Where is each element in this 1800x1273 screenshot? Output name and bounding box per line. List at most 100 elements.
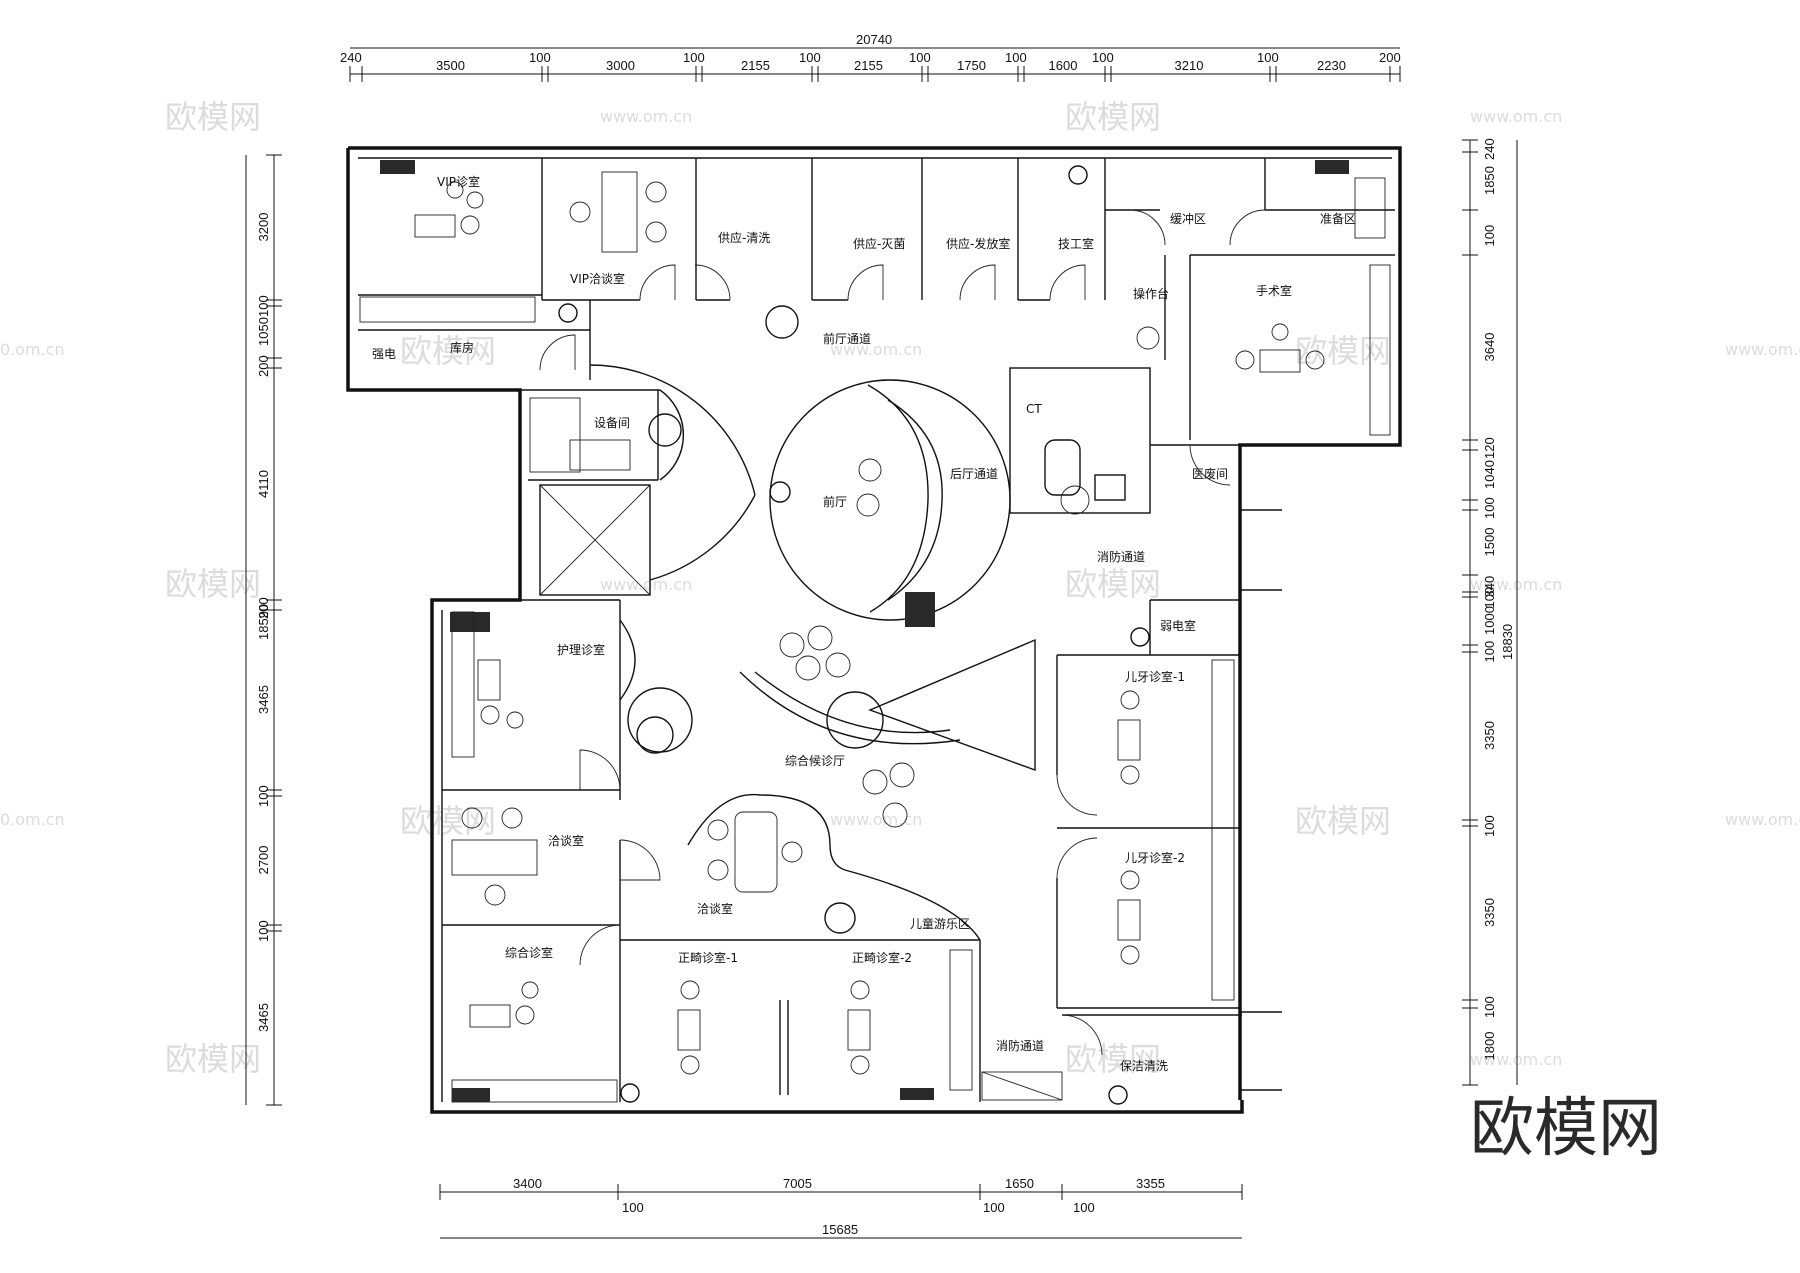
watermark-brand: 欧模网 (1295, 802, 1391, 840)
chair (645, 181, 667, 203)
watermark-url: www.om.cn (1470, 107, 1562, 126)
room-label-general: 综合诊室 (505, 945, 553, 960)
watermark-brand: 欧模网 (1065, 98, 1161, 136)
arc-equipment (659, 389, 685, 481)
brand-logo: 欧模网 (1470, 1092, 1662, 1166)
room-label-supply-sterile: 供应-灭菌 (853, 236, 905, 251)
dim-left-segment: 3465 (256, 1003, 271, 1032)
door-swing (619, 839, 661, 881)
dim-right-segment: 100 (1482, 497, 1497, 519)
door-swing (1056, 837, 1098, 879)
basin (1068, 165, 1088, 185)
play-element (824, 902, 856, 934)
dim-top-segment: 2230 (1317, 58, 1346, 73)
dim-top-segment: 100 (683, 50, 705, 65)
watermark-url: www.om.cn (600, 575, 692, 594)
room-label-kids-2: 儿牙诊室-2 (1125, 850, 1185, 865)
dental-chair (677, 980, 701, 1075)
dim-top-segment: 200 (1379, 50, 1401, 65)
counter (949, 949, 973, 1091)
watermark-url: www.om.cn (1470, 575, 1562, 594)
room-label-supply-clean: 供应-清洗 (718, 230, 770, 245)
room-label-back-corridor: 后厅通道 (950, 467, 998, 481)
chair (501, 807, 523, 829)
watermark-brand: 欧模网 (1295, 332, 1391, 370)
dental-chair (1117, 870, 1141, 965)
dim-top-segment: 100 (1257, 50, 1279, 65)
dim-top-segment: 100 (1005, 50, 1027, 65)
dim-right-segment: 3640 (1482, 333, 1497, 362)
reception-cabinet (905, 592, 935, 627)
counter (451, 1079, 618, 1103)
watermark-url: www.om.cn (1725, 340, 1800, 359)
chair (569, 201, 591, 223)
dim-right-segment: 1800 (1482, 1032, 1497, 1061)
basin (558, 303, 578, 323)
dim-left-segment: 1050 (256, 317, 271, 346)
dim-right-segment: 240 (1482, 138, 1497, 160)
watermark-url: www.om.cn (830, 340, 922, 359)
door-swing (1061, 1014, 1103, 1056)
dim-left-segment: 3465 (256, 685, 271, 714)
room-label-operation-table: 操作台 (1133, 286, 1169, 301)
dim-left-total: 18590 (256, 604, 271, 640)
elevator-shaft (539, 484, 651, 596)
room-label-fire-corridor-2: 消防通道 (996, 1038, 1044, 1053)
dimension-left: 18590 3200100105020041102003465100270010… (245, 154, 282, 1106)
watermark-url: 0.om.cn (0, 340, 65, 359)
door-swing (847, 264, 884, 301)
plant (765, 305, 799, 339)
curved-features (589, 364, 1036, 941)
watermark-brand: 欧模网 (400, 332, 496, 370)
door-swing (1129, 209, 1166, 246)
dim-right-segment: 100 (1482, 996, 1497, 1018)
reception-circle (769, 379, 1011, 621)
basin (1108, 1085, 1128, 1105)
room-label-vip-consult: VIP洽谈室 (570, 271, 625, 286)
dim-bottom-small: 100 (1073, 1200, 1095, 1215)
watermark-brand: 欧模网 (165, 98, 261, 136)
room-label-prep: 准备区 (1320, 212, 1356, 226)
arc-corridor (589, 364, 756, 496)
stool (779, 632, 805, 658)
dim-bottom-segment: 3400 (513, 1176, 542, 1191)
chair (484, 884, 506, 906)
counter (1369, 264, 1391, 436)
dim-bottom-segment: 1650 (1005, 1176, 1034, 1191)
room-label-buffer: 缓冲区 (1170, 211, 1206, 226)
dental-chair (847, 980, 871, 1075)
room-label-ct: CT (1026, 402, 1042, 416)
watermark-url: 0.om.cn (0, 810, 65, 829)
tree-planter (826, 691, 884, 749)
dim-left-segment: 4110 (256, 470, 271, 498)
door-swing (579, 749, 621, 791)
dim-top-segment: 100 (909, 50, 931, 65)
counter-curve (739, 671, 961, 745)
counter (1211, 659, 1235, 1001)
door-swing (639, 264, 676, 301)
dim-left-segment: 100 (256, 920, 271, 942)
dim-top-segment: 100 (799, 50, 821, 65)
chair (461, 807, 483, 829)
cabinet (1354, 177, 1386, 239)
consult-table (734, 811, 778, 893)
ct-console (1094, 474, 1126, 501)
stool (1136, 326, 1160, 350)
chair (707, 819, 729, 841)
dim-top-segment: 1600 (1049, 58, 1078, 73)
dim-right-segment: 100 (1482, 225, 1497, 247)
equipment-block (1315, 160, 1349, 174)
stool (858, 458, 882, 482)
arc-corridor (649, 494, 756, 581)
dim-bottom-small: 100 (622, 1200, 644, 1215)
room-label-ortho-1: 正畸诊室-1 (678, 950, 738, 965)
consult-table (601, 171, 638, 253)
equipment-rack (569, 439, 631, 471)
watermark-brand: 欧模网 (165, 1040, 261, 1078)
stool (825, 652, 851, 678)
room-label-consult-1: 洽谈室 (548, 833, 584, 848)
room-label-cleaning: 保洁清洗 (1120, 1059, 1168, 1073)
equipment-block (380, 160, 415, 174)
